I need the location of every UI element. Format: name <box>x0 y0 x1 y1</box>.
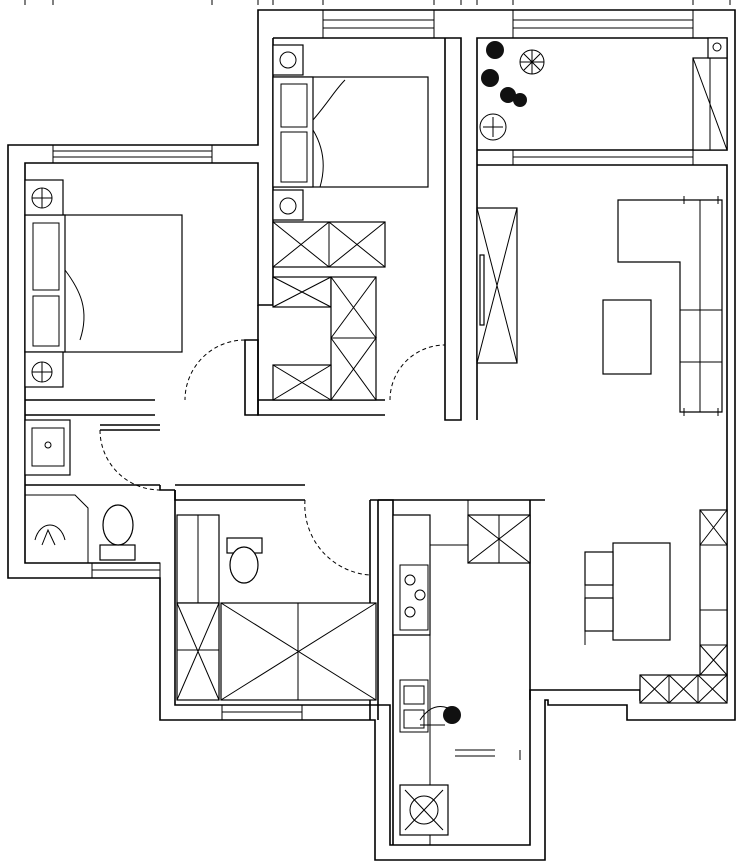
tv-cabinet <box>476 207 518 364</box>
balcony <box>479 37 728 151</box>
sink-icon <box>399 679 429 733</box>
coffee-table <box>602 299 652 375</box>
small-bathroom <box>24 419 136 563</box>
windows <box>52 9 694 721</box>
person-icon <box>419 706 461 726</box>
kitchen <box>392 500 531 845</box>
bed-secondary <box>272 44 429 221</box>
wardrobes <box>272 221 386 401</box>
stove-icon <box>399 564 429 631</box>
sofa <box>617 196 723 416</box>
dining-set <box>584 509 728 704</box>
main-bathroom <box>176 514 377 701</box>
plant-icon <box>479 41 545 141</box>
bed-master <box>24 179 183 388</box>
dimension-ticks <box>24 0 731 5</box>
doors <box>99 339 521 760</box>
washer-icon <box>399 784 449 836</box>
